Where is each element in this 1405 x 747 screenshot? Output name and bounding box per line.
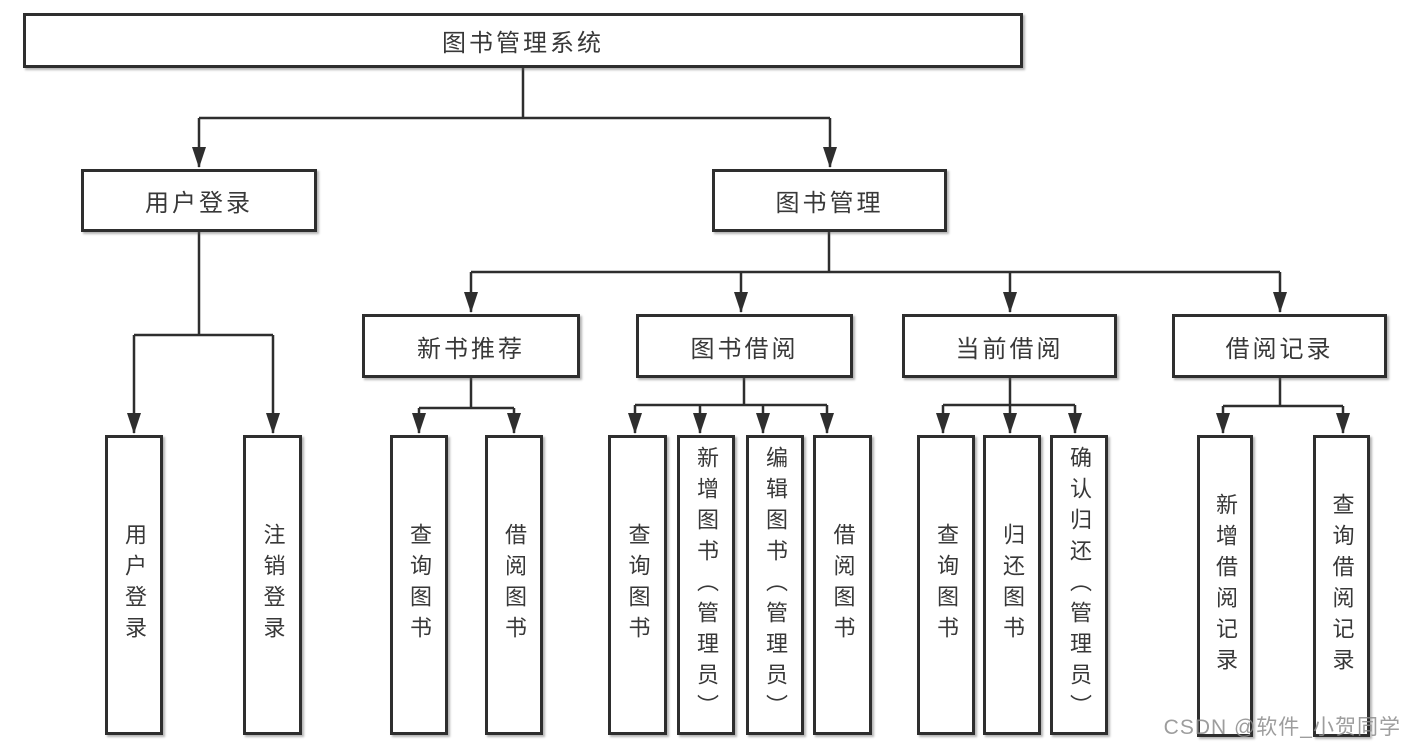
leaf-user-login: 用户登录	[105, 435, 163, 735]
node-label: 查询图书	[625, 523, 651, 647]
node-label: 当前借阅	[955, 335, 1064, 363]
node-label: 编辑图书（管理员）	[763, 445, 788, 725]
node-label: 借阅图书	[830, 523, 856, 647]
node-label: 查询借阅记录	[1329, 493, 1355, 679]
node-label: 用户登录	[122, 523, 147, 647]
leaf-edit-books-admin: 编辑图书（管理员）	[746, 435, 804, 735]
leaf-query-books-borrow: 查询图书	[608, 435, 667, 735]
leaf-borrow-books: 借阅图书	[813, 435, 872, 735]
leaf-borrow-books-recommend: 借阅图书	[485, 435, 543, 735]
leaf-add-borrow-record: 新增借阅记录	[1197, 435, 1253, 737]
node-label: 查询图书	[934, 523, 959, 647]
node-label: 图书管理系统	[442, 30, 604, 57]
node-label: 借阅记录	[1225, 335, 1334, 363]
node-label: 新书推荐	[417, 335, 525, 363]
node-book-borrowing: 图书借阅	[636, 314, 853, 378]
node-label: 新增借阅记录	[1213, 493, 1238, 679]
node-label: 借阅图书	[502, 523, 527, 647]
node-current-borrowing: 当前借阅	[902, 314, 1117, 378]
node-label: 图书管理	[775, 190, 884, 217]
leaf-query-books-current: 查询图书	[917, 435, 975, 735]
node-new-book-recommendation: 新书推荐	[362, 314, 580, 378]
node-borrowing-records: 借阅记录	[1172, 314, 1387, 378]
leaf-query-books-recommend: 查询图书	[390, 435, 448, 735]
leaf-add-books-admin: 新增图书（管理员）	[677, 435, 735, 735]
node-user-login-branch: 用户登录	[81, 169, 317, 232]
node-label: 注销登录	[260, 523, 286, 647]
leaf-logout: 注销登录	[243, 435, 302, 735]
leaf-return-books: 归还图书	[983, 435, 1041, 735]
node-label: 用户登录	[145, 190, 253, 217]
node-label: 新增图书（管理员）	[694, 445, 719, 725]
node-label: 确认归还（管理员）	[1067, 445, 1092, 725]
node-library-management-system: 图书管理系统	[23, 13, 1023, 68]
node-label: 归还图书	[1000, 523, 1025, 647]
node-book-management: 图书管理	[712, 169, 947, 232]
node-label: 图书借阅	[690, 335, 799, 363]
node-label: 查询图书	[407, 523, 432, 647]
leaf-confirm-return-admin: 确认归还（管理员）	[1050, 435, 1108, 735]
csdn-watermark: CSDN @软件_小贺同学	[1163, 716, 1401, 739]
leaf-query-borrow-record: 查询借阅记录	[1313, 435, 1370, 737]
